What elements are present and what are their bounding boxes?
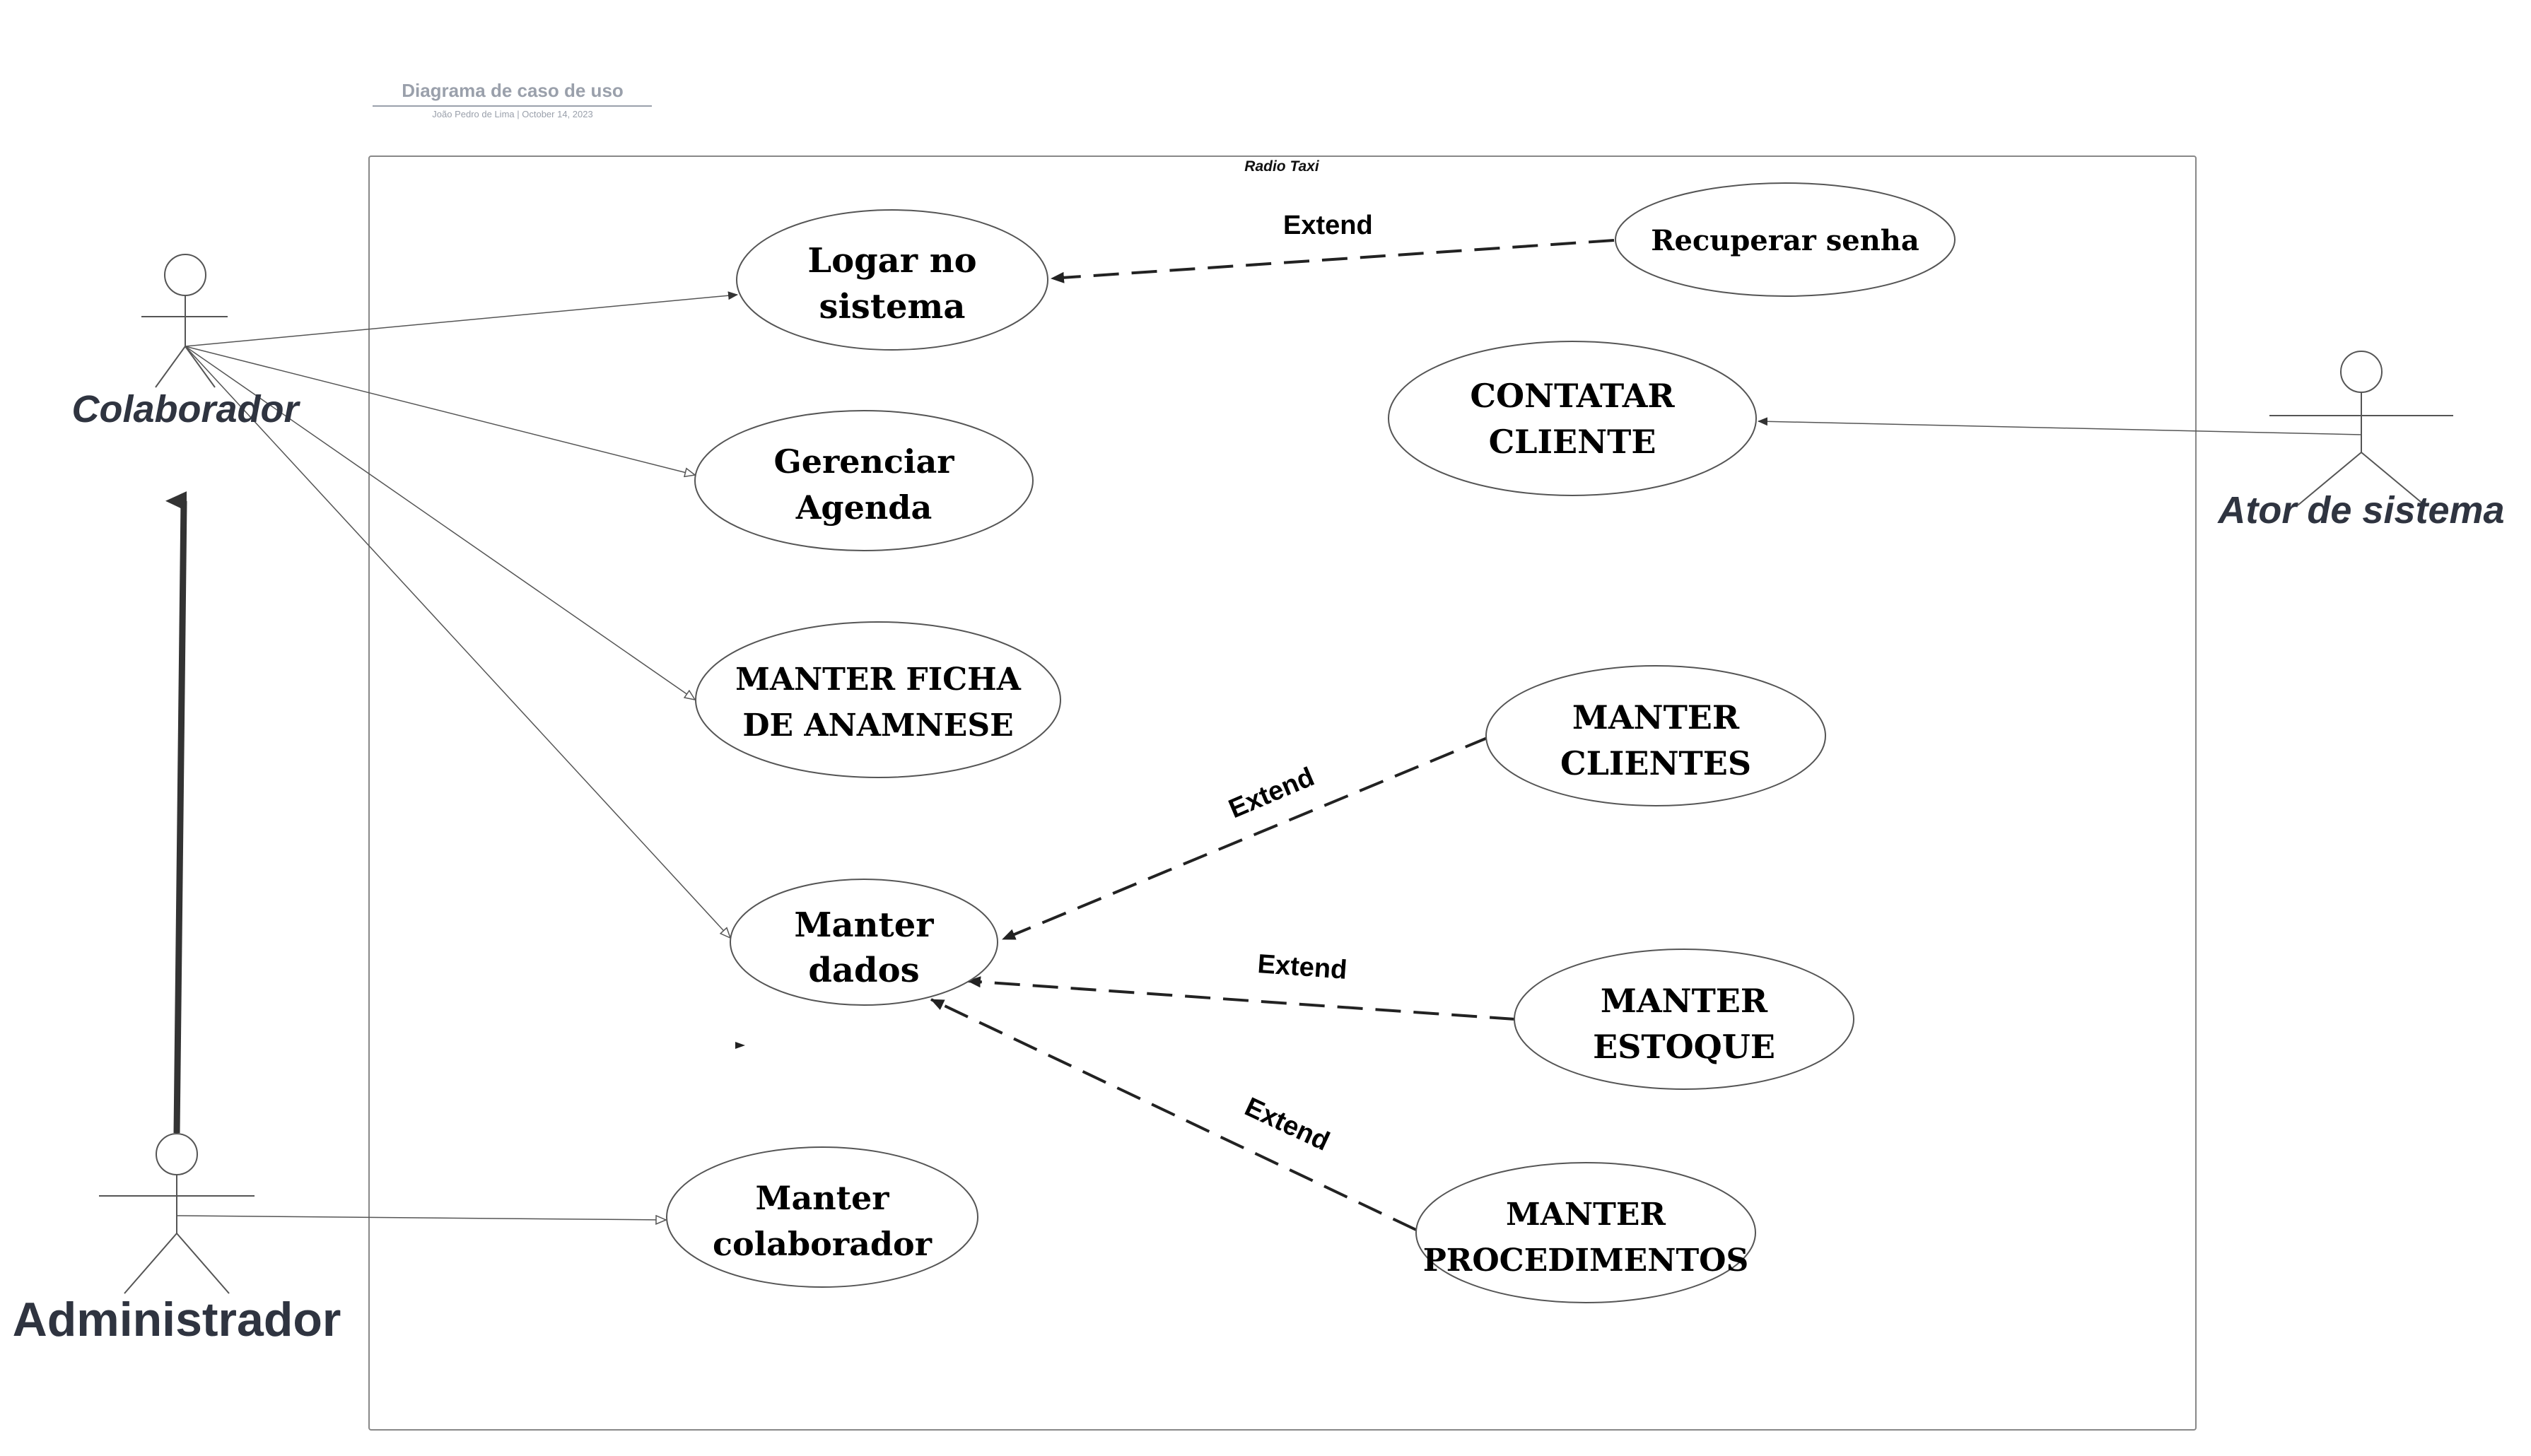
- use-case-ellipse: [1485, 665, 1826, 806]
- use-case-label-line1: Logar no: [807, 241, 976, 281]
- use-case-ellipse: [736, 209, 1048, 351]
- stick-figure-icon: [2269, 351, 2453, 506]
- extend-label-procedimentos: Extend: [1240, 1092, 1334, 1157]
- use-case-logar-no-sistema[interactable]: Logar no sistema: [736, 209, 1048, 351]
- use-case-label-line2: ESTOQUE: [1593, 1028, 1775, 1066]
- use-case-label-line1: CONTATAR: [1470, 377, 1675, 415]
- use-case-label-line2: PROCEDIMENTOS: [1423, 1243, 1749, 1279]
- use-case-ellipse: [694, 410, 1034, 551]
- use-case-manter-ficha-anamnese[interactable]: MANTER FICHA DE ANAMNESE: [695, 621, 1061, 778]
- use-case-label-line1: MANTER: [1601, 982, 1768, 1020]
- use-case-ellipse: [1615, 182, 1956, 297]
- actor-label: Colaborador: [71, 388, 300, 430]
- use-cases: Logar no sistema Recuperar senha CONTATA…: [666, 182, 1956, 1303]
- use-case-label-line1: Gerenciar: [773, 442, 954, 481]
- diagram-title: Diagrama de caso de uso: [402, 80, 624, 101]
- assoc-colaborador-dados: [185, 346, 730, 938]
- assoc-ator-contatar: [1758, 417, 2362, 435]
- use-case-label-line1: MANTER: [1572, 698, 1740, 736]
- use-case-label-line2: dados: [808, 951, 919, 990]
- actor-label: Administrador: [13, 1293, 341, 1346]
- use-case-ellipse: [1514, 949, 1854, 1090]
- generalization-admin-colaborador: [165, 491, 187, 1134]
- extend-procedimentos-dados: [930, 998, 1417, 1231]
- use-case-manter-estoque[interactable]: MANTER ESTOQUE: [1514, 949, 1854, 1090]
- extend-recuperar-logar: [1051, 239, 1615, 283]
- assoc-colaborador-logar: [185, 291, 738, 347]
- assoc-admin-colaborador: [176, 1216, 666, 1220]
- use-case-label-line1: MANTER: [1506, 1197, 1666, 1233]
- use-case-manter-clientes[interactable]: MANTER CLIENTES: [1485, 665, 1826, 806]
- extend-label-estoque: Extend: [1256, 949, 1348, 985]
- use-case-ellipse: [695, 621, 1061, 778]
- stray-arrowhead: [735, 1042, 745, 1049]
- associations: [165, 291, 2362, 1220]
- assoc-colaborador-agenda: [185, 346, 695, 475]
- system-name: Radio Taxi: [1244, 158, 1320, 175]
- use-case-contatar-cliente[interactable]: CONTATAR CLIENTE: [1388, 341, 1757, 496]
- use-case-label-line2: DE ANAMNESE: [742, 708, 1013, 744]
- system-boundary-rect: [368, 155, 2197, 1431]
- extend-label-recuperar: Extend: [1283, 211, 1373, 240]
- diagram-header: Diagrama de caso de uso João Pedro de Li…: [373, 80, 652, 119]
- actor-label: Ator de sistema: [2216, 489, 2504, 532]
- use-case-manter-colaborador[interactable]: Manter colaborador: [666, 1146, 978, 1288]
- stick-figure-icon: [99, 1133, 255, 1294]
- use-case-label-line1: Manter: [756, 1179, 890, 1217]
- use-case-gerenciar-agenda[interactable]: Gerenciar Agenda: [694, 410, 1034, 551]
- use-case-label-line2: CLIENTE: [1489, 423, 1656, 461]
- diagram-subtitle: João Pedro de Lima | October 14, 2023: [432, 109, 592, 119]
- assoc-colaborador-anamnese: [185, 346, 695, 700]
- use-case-manter-procedimentos[interactable]: MANTER PROCEDIMENTOS: [1415, 1162, 1756, 1303]
- system-boundary: Radio Taxi: [368, 155, 2197, 1431]
- actor-ator-de-sistema[interactable]: Ator de sistema: [2216, 351, 2505, 532]
- use-case-ellipse: [730, 879, 998, 1006]
- use-case-label-line1: MANTER FICHA: [735, 662, 1022, 698]
- actor-colaborador[interactable]: Colaborador: [71, 254, 300, 430]
- use-case-label-line2: sistema: [819, 287, 966, 327]
- use-case-ellipse: [666, 1146, 978, 1288]
- extend-clientes-dados: [1002, 736, 1490, 941]
- use-case-label-line2: Agenda: [795, 488, 933, 527]
- use-case-ellipse: [1388, 341, 1757, 496]
- use-case-recuperar-senha[interactable]: Recuperar senha: [1615, 182, 1956, 297]
- use-case-ellipse: [1415, 1162, 1756, 1303]
- extend-estoque-dados: [967, 976, 1516, 1021]
- use-case-label-line1: Recuperar senha: [1651, 224, 1919, 257]
- use-case-label-line1: Manter: [794, 905, 934, 945]
- use-case-manter-dados[interactable]: Manter dados: [730, 879, 998, 1006]
- actor-administrador[interactable]: Administrador: [13, 1133, 341, 1346]
- use-case-label-line2: colaborador: [713, 1225, 933, 1263]
- stick-figure-icon: [141, 254, 228, 388]
- use-case-label-line2: CLIENTES: [1560, 744, 1751, 782]
